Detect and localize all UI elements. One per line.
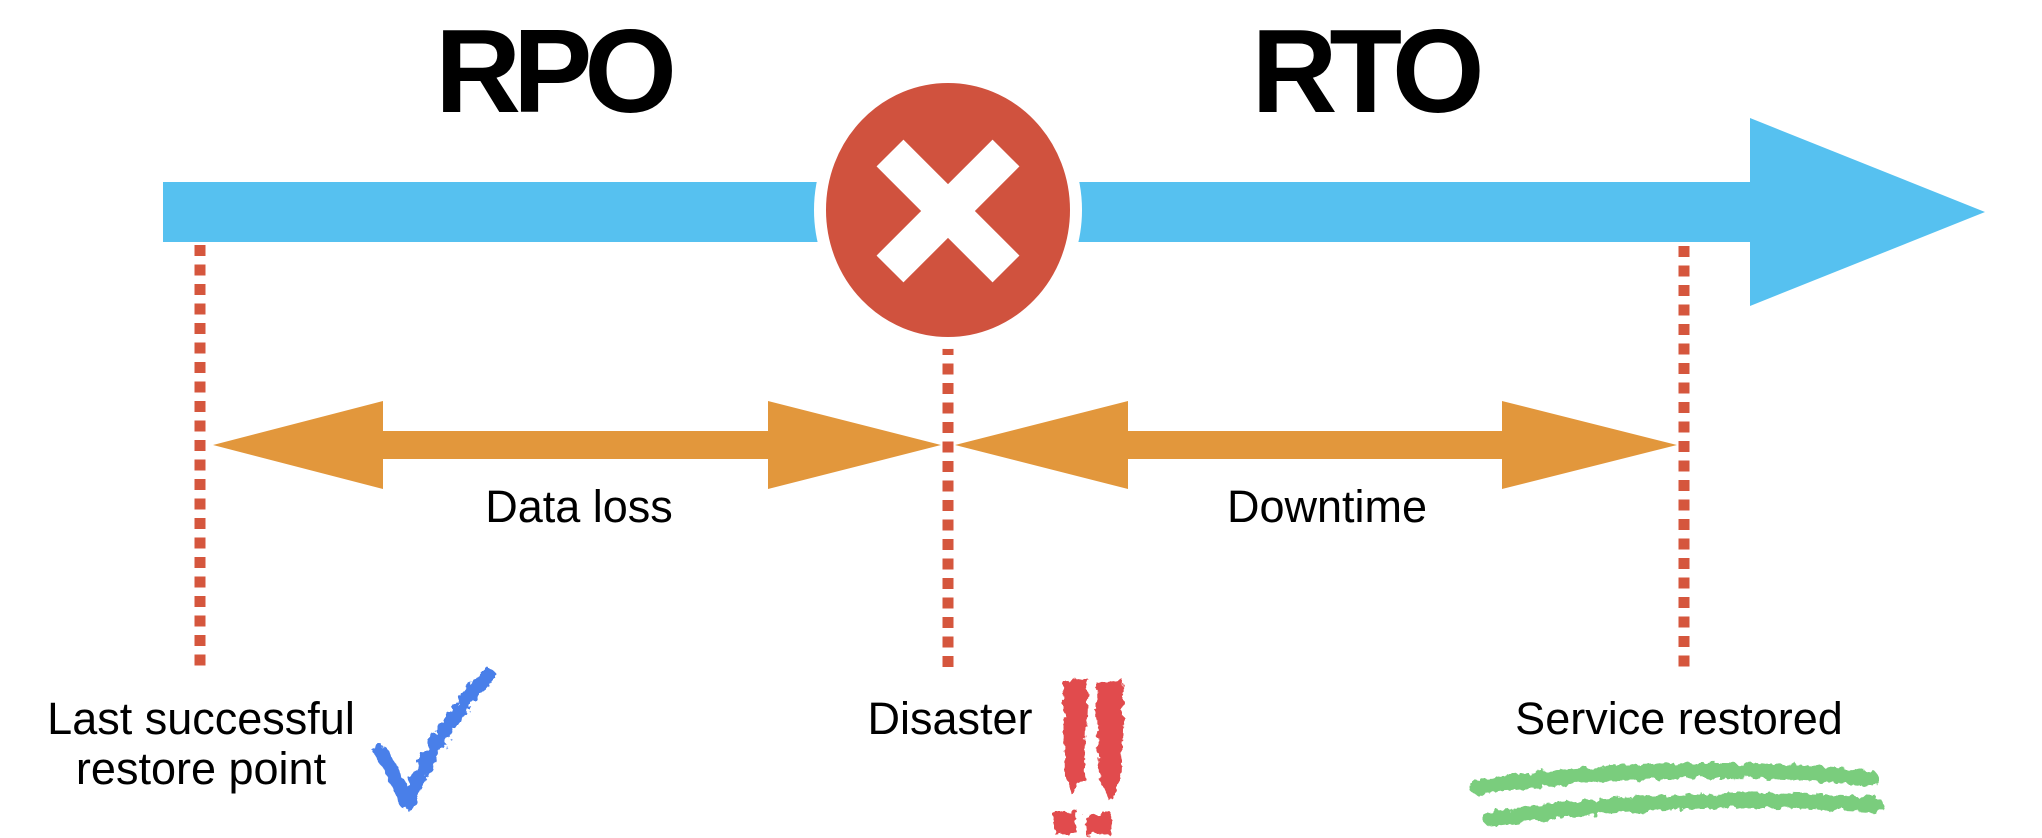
disaster-label: Disaster bbox=[867, 693, 1033, 744]
disaster-circle bbox=[814, 71, 1082, 349]
double-exclamation-icon bbox=[1053, 678, 1124, 836]
restore-point-label-line2: restore point bbox=[75, 743, 327, 794]
rto-title: RTO bbox=[1251, 5, 1484, 138]
restore-point-label: Last successful restore point bbox=[47, 694, 355, 794]
scribble-underline-icon bbox=[1469, 762, 1884, 827]
rpo-title: RPO bbox=[435, 5, 677, 138]
restore-point-label-line1: Last successful bbox=[47, 693, 355, 744]
downtime-arrow bbox=[955, 401, 1677, 489]
service-restored-label: Service restored bbox=[1515, 693, 1843, 744]
downtime-label: Downtime bbox=[1226, 481, 1428, 532]
x-mark-icon bbox=[876, 139, 1020, 283]
data-loss-label: Data loss bbox=[485, 481, 673, 532]
data-loss-arrow bbox=[213, 401, 941, 489]
checkmark-icon bbox=[374, 668, 495, 810]
